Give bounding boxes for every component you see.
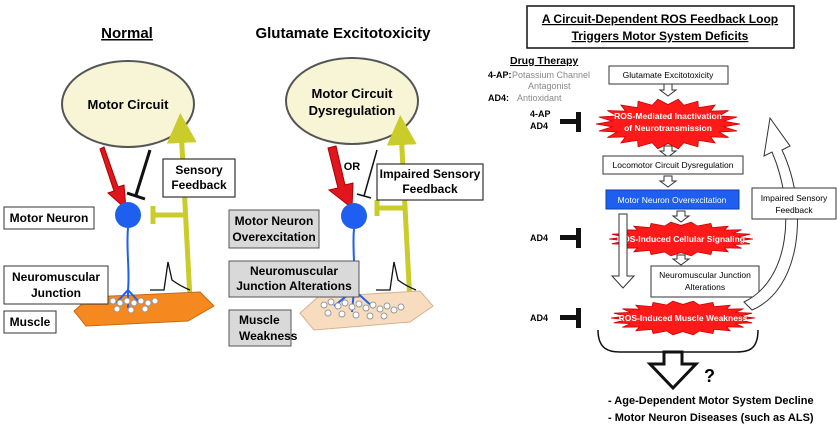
drug-ad4-name: AD4: (488, 93, 509, 103)
inhibitory-connection (126, 149, 152, 201)
motor-neuron-label: Motor Neuron (10, 211, 89, 225)
normal-panel: Normal Motor Circuit Sensory Feedback (3, 25, 236, 334)
sensory-feedback-line-1: Sensory (175, 163, 223, 177)
ros-loop-panel: A Circuit-Dependent ROS Feedback Loop Tr… (488, 5, 837, 424)
excitatory-arrow (99, 146, 127, 211)
ros-inactivation-line-1: ROS-Mediated Inactivation (614, 111, 722, 121)
or-label: OR (344, 161, 361, 173)
ros-inactivation-line-2: of Neurotransmission (624, 123, 712, 133)
muscle-label: Muscle (10, 315, 51, 329)
inhibitor-1-drug-b: AD4 (530, 121, 548, 131)
sensory-feedback-box (162, 158, 236, 198)
ros-inactivation-burst (595, 98, 741, 150)
ros-signaling-label: ROS-Induced Cellular Signaling (617, 234, 745, 244)
impaired-feedback-box (751, 187, 837, 220)
drug-4ap-desc-1: Potassium Channel (512, 70, 590, 80)
nmj-alterations-box (228, 260, 360, 298)
ros-signaling-burst (608, 221, 754, 257)
muscle-box (3, 310, 57, 334)
ros-title-line-1: A Circuit-Dependent ROS Feedback Loop (542, 12, 778, 26)
motor-circuit-label: Motor Circuit (88, 97, 170, 112)
nmj-box (3, 265, 109, 305)
altered-action-potential-trace (376, 261, 417, 291)
excitotoxicity-panel: Glutamate Excitotoxicity Motor Circuit D… (228, 25, 484, 347)
dysregulation-ellipse (285, 57, 419, 145)
ros-weakness-label: ROS-Induced Muscle Weakness (619, 313, 748, 323)
glutamate-step-label: Glutamate Excitotoxicity (623, 70, 714, 80)
nmj-alterations-line-1: Neuromuscular (250, 264, 338, 278)
inhibitor-3: AD4 (530, 308, 581, 328)
feedback-loop-arrow (743, 116, 798, 311)
overexcitation-step-box (605, 189, 740, 210)
drug-4ap-desc-2: Antagonist (528, 81, 571, 91)
impaired-feedback-line-1: Impaired Sensory (761, 193, 828, 203)
inhibitor-1-drug-a: 4-AP (530, 109, 551, 119)
sensory-feedback-pathway (150, 113, 197, 300)
outcome-1: - Age-Dependent Motor System Decline (608, 395, 814, 407)
muscle-weakness-line-2: Weakness (239, 329, 298, 343)
question-mark: ? (704, 366, 715, 386)
overexcitation-line-1: Motor Neuron (235, 214, 314, 228)
nmj-alterations-line-2: Junction Alterations (236, 279, 352, 293)
locomotor-step-label: Locomotor Circuit Dysregulation (613, 160, 734, 170)
overexcitation-step-label: Motor Neuron Overexcitation (618, 195, 727, 205)
action-potential-trace (150, 261, 191, 291)
dysregulation-label-line-2: Dysregulation (309, 103, 396, 118)
motor-neuron-box (3, 206, 95, 230)
overexcited-neuron-soma (341, 203, 367, 229)
drug-4ap-name: 4-AP: (488, 70, 512, 80)
motor-circuit-ellipse (61, 60, 195, 148)
flow-arrow-5 (671, 254, 691, 266)
nmj-vesicles (109, 297, 159, 314)
locomotor-step-box (602, 155, 744, 175)
overexcitation-line-2: Overexcitation (232, 230, 315, 244)
outcome-2: - Motor Neuron Diseases (such as ALS) (608, 412, 814, 424)
drug-therapy-title: Drug Therapy (510, 55, 578, 67)
motor-neuron-soma (115, 202, 141, 228)
muscle-weakness-box (228, 309, 292, 347)
impaired-feedback-pathway (374, 115, 417, 304)
excitotoxicity-title: Glutamate Excitotoxicity (255, 25, 431, 42)
drug-ad4-desc: Antioxidant (517, 93, 562, 103)
nmj-label-line-2: Junction (31, 286, 81, 300)
inhibitor-3-drug: AD4 (530, 313, 548, 323)
flow-arrow-4 (671, 210, 691, 223)
enhanced-excitatory-arrow (327, 145, 354, 209)
flow-arrow-1 (658, 83, 678, 97)
dysregulation-label-line-1: Motor Circuit (312, 86, 394, 101)
reduced-inhibitory-connection (356, 149, 378, 199)
impaired-sensory-box (376, 163, 484, 201)
sensory-feedback-line-2: Feedback (171, 178, 227, 192)
impaired-feedback-line-2: Feedback (775, 205, 813, 215)
ros-title-line-2: Triggers Motor System Deficits (572, 29, 749, 43)
outcome-arrow (646, 350, 700, 391)
altered-nmj-vesicles (320, 298, 405, 320)
nmj-label-line-1: Neuromuscular (12, 270, 100, 284)
inhibitor-2: AD4 (530, 228, 581, 248)
inhibitor-2-drug: AD4 (530, 233, 548, 243)
ros-weakness-burst (610, 300, 756, 336)
impaired-sensory-line-2: Feedback (402, 182, 458, 196)
normal-title: Normal (101, 25, 153, 42)
nmj-step-line-2: Alterations (685, 282, 725, 292)
long-down-arrow (610, 213, 636, 289)
ros-title-box (526, 5, 795, 49)
muscle-weakness-line-1: Muscle (239, 313, 280, 327)
flow-arrow-2 (658, 145, 678, 158)
overexcitation-box (228, 209, 320, 249)
inhibitor-1: 4-AP AD4 (530, 109, 581, 132)
flow-arrow-3 (658, 175, 678, 188)
nmj-step-box (650, 265, 760, 298)
nmj-step-line-1: Neuromuscular Junction (659, 270, 751, 280)
impaired-sensory-line-1: Impaired Sensory (380, 167, 481, 181)
